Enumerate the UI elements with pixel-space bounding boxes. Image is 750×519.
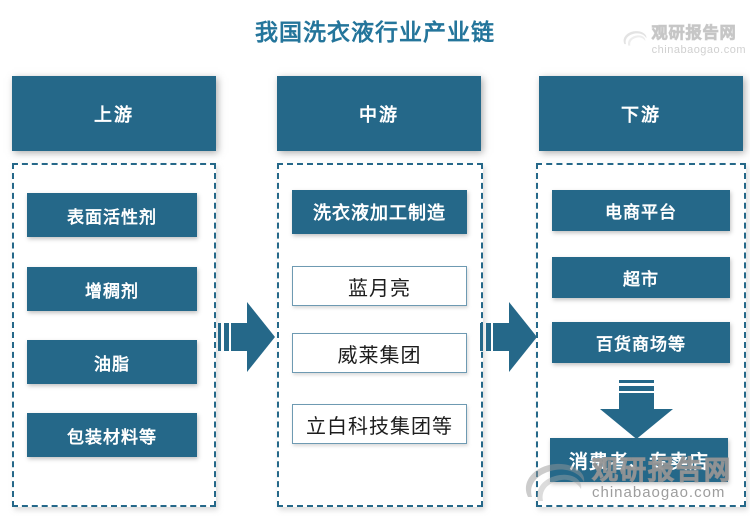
downstream-item-consumers: 消费者、专卖店 <box>550 438 728 482</box>
downstream-group-frame <box>536 163 746 507</box>
watermark-logo-icon <box>525 463 585 501</box>
downstream-item-department-store: 百货商场等 <box>552 322 730 363</box>
flow-arrow-right-icon <box>480 302 537 372</box>
upstream-header: 上游 <box>12 76 216 151</box>
midstream-lead-manufacturing: 洗衣液加工制造 <box>292 190 467 234</box>
diagram-title: 我国洗衣液行业产业链 <box>255 20 495 45</box>
upstream-group-frame <box>12 163 216 507</box>
downstream-header: 下游 <box>539 76 743 151</box>
watermark-name: 观研报告网 <box>591 455 733 486</box>
watermark-name: 观研报告网 <box>651 25 737 43</box>
upstream-item-thickener: 增稠剂 <box>27 267 197 311</box>
downstream-item-supermarket: 超市 <box>552 257 730 298</box>
watermark-top: 观研报告网 chinabaogao.com <box>622 24 746 56</box>
watermark-logo-icon <box>623 31 647 46</box>
midstream-company-liby: 立白科技集团等 <box>292 404 467 444</box>
upstream-item-oils: 油脂 <box>27 340 197 384</box>
flow-arrow-down-icon <box>600 380 673 439</box>
midstream-company-whealthfields: 威莱集团 <box>292 333 467 373</box>
downstream-item-ecommerce: 电商平台 <box>552 190 730 231</box>
midstream-company-bluemoon: 蓝月亮 <box>292 266 467 306</box>
flow-arrow-right-icon <box>218 302 275 372</box>
upstream-item-packaging: 包装材料等 <box>27 413 197 457</box>
watermark-bottom: 观研报告网 chinabaogao.com <box>522 455 748 507</box>
midstream-header: 中游 <box>277 76 481 151</box>
watermark-url: chinabaogao.com <box>592 484 726 501</box>
watermark-url: chinabaogao.com <box>651 44 746 56</box>
upstream-item-surfactant: 表面活性剂 <box>27 193 197 237</box>
